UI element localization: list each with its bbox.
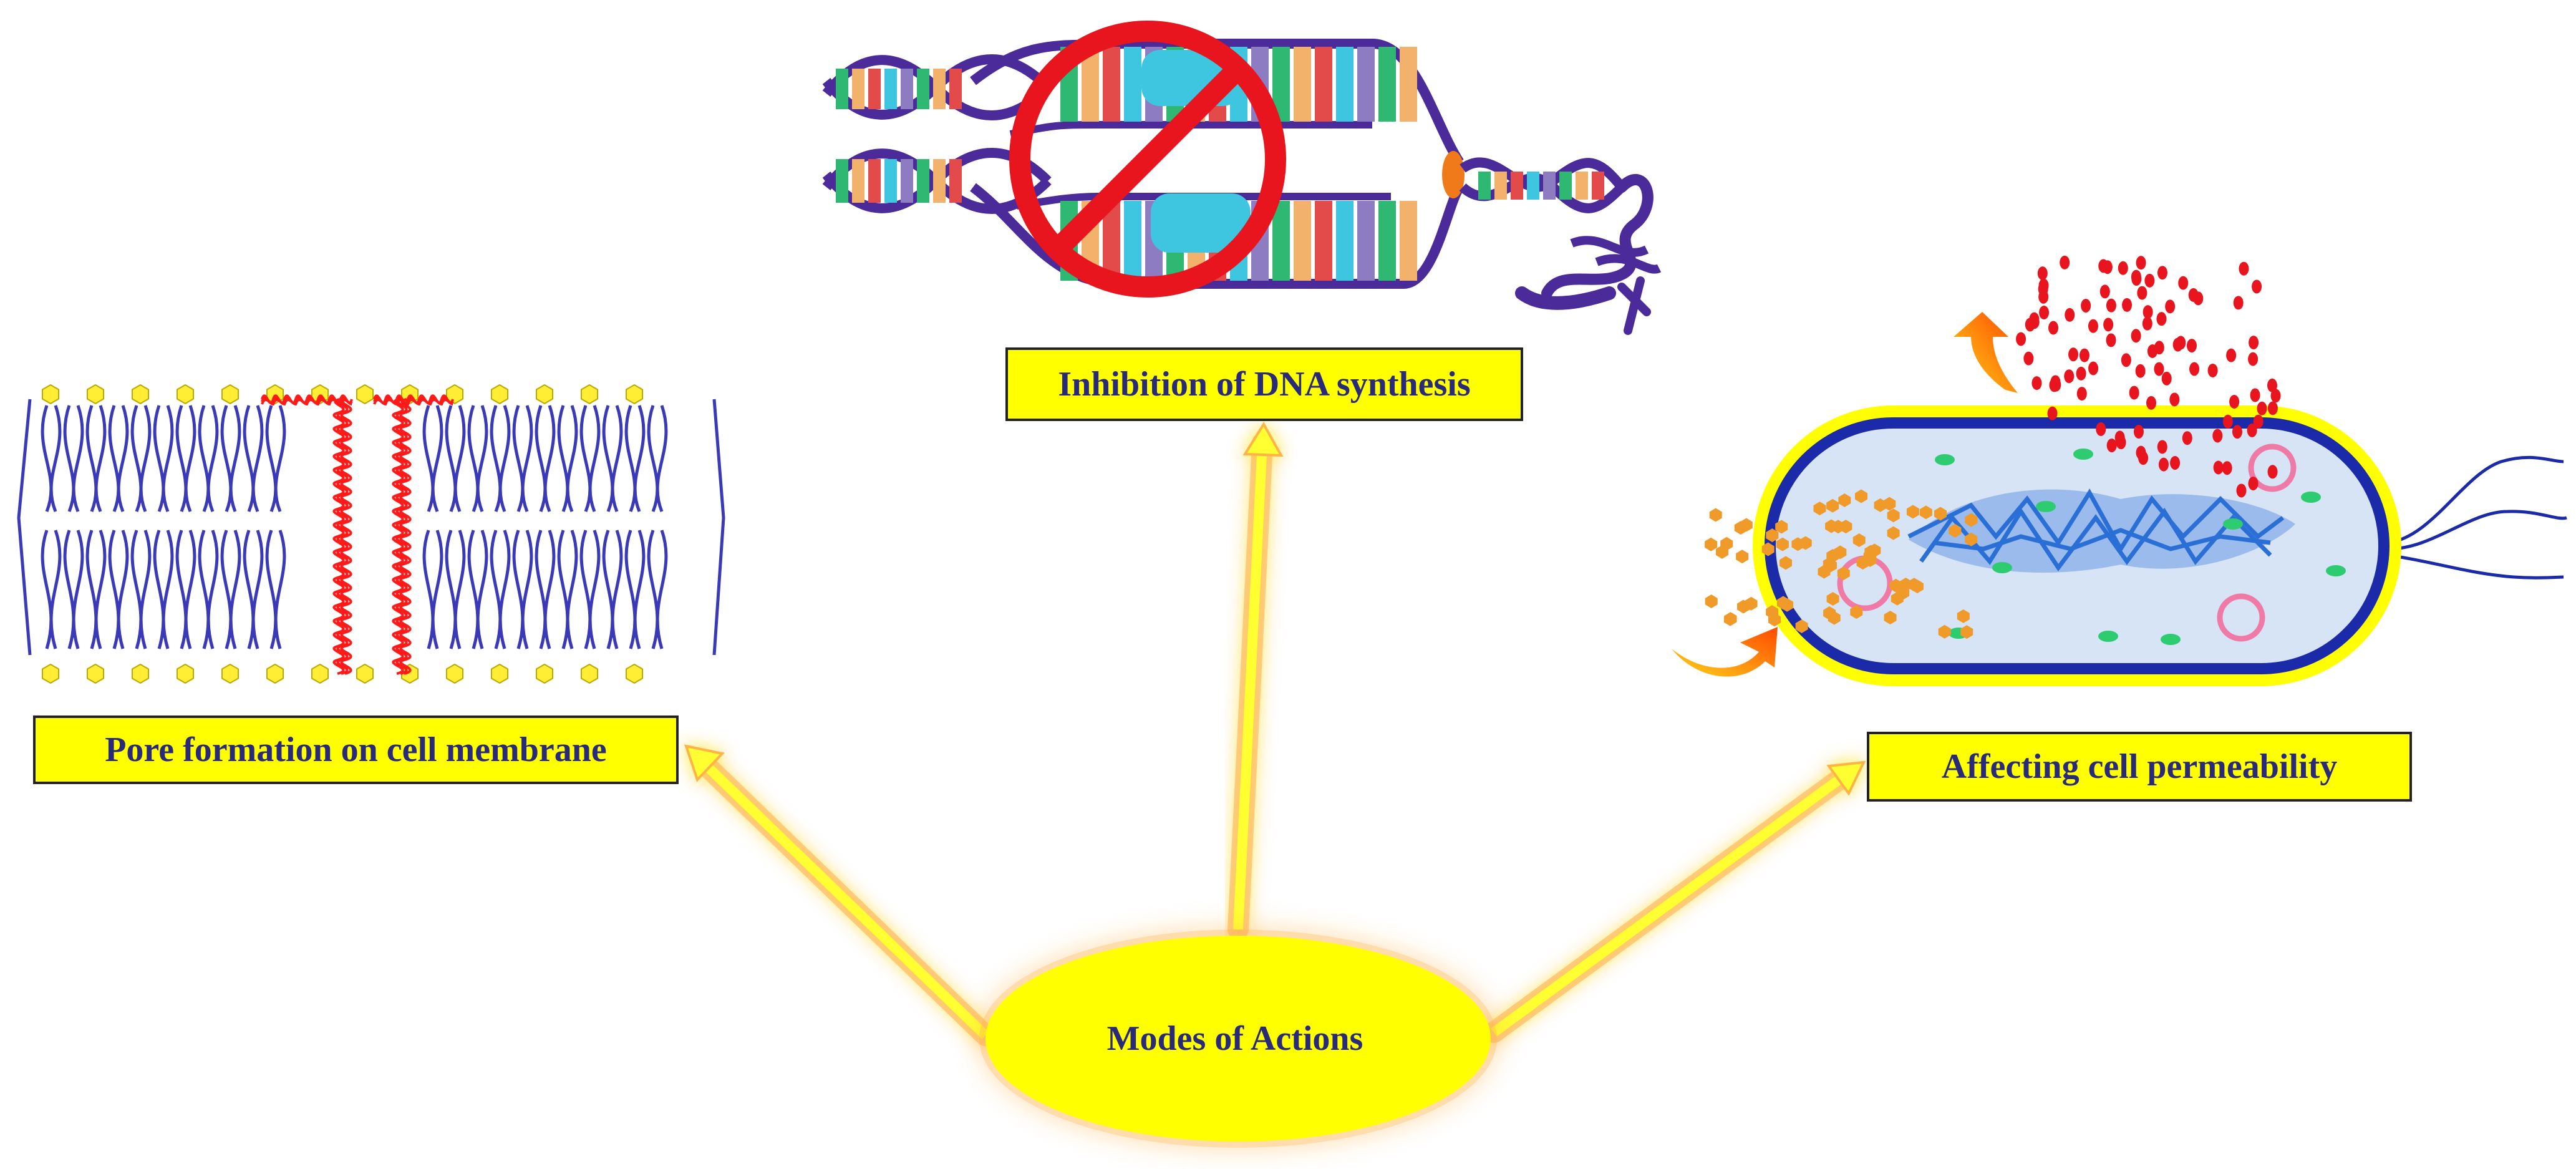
label-inhibition-dna-synthesis: Inhibition of DNA synthesis [1005,347,1523,421]
lipid-bilayer-illustration [17,384,725,684]
prohibition-sign-icon [1009,21,1286,298]
dna-replication-illustration [822,21,1662,335]
label-cell-permeability: Affecting cell permeability [1867,732,2412,802]
center-label: Modes of Actions [1106,1019,1363,1058]
label-text: Affecting cell permeability [1941,747,2338,786]
arrow-to-dna-label [1227,422,1284,940]
label-text: Inhibition of DNA synthesis [1058,365,1471,404]
arrow-to-pore-label [684,744,996,1046]
center-node [979,929,1497,1148]
bacterial-cell-illustration [1672,255,2567,686]
arrow-to-permeability-label [1483,760,1866,1043]
efflux-arrow-icon [1954,312,2018,393]
center-ellipse [985,936,1491,1142]
influx-arrow-icon [1672,627,1778,677]
label-text: Pore formation on cell membrane [105,730,607,769]
label-pore-formation: Pore formation on cell membrane [33,715,679,784]
connector-arrows [684,422,1866,1046]
